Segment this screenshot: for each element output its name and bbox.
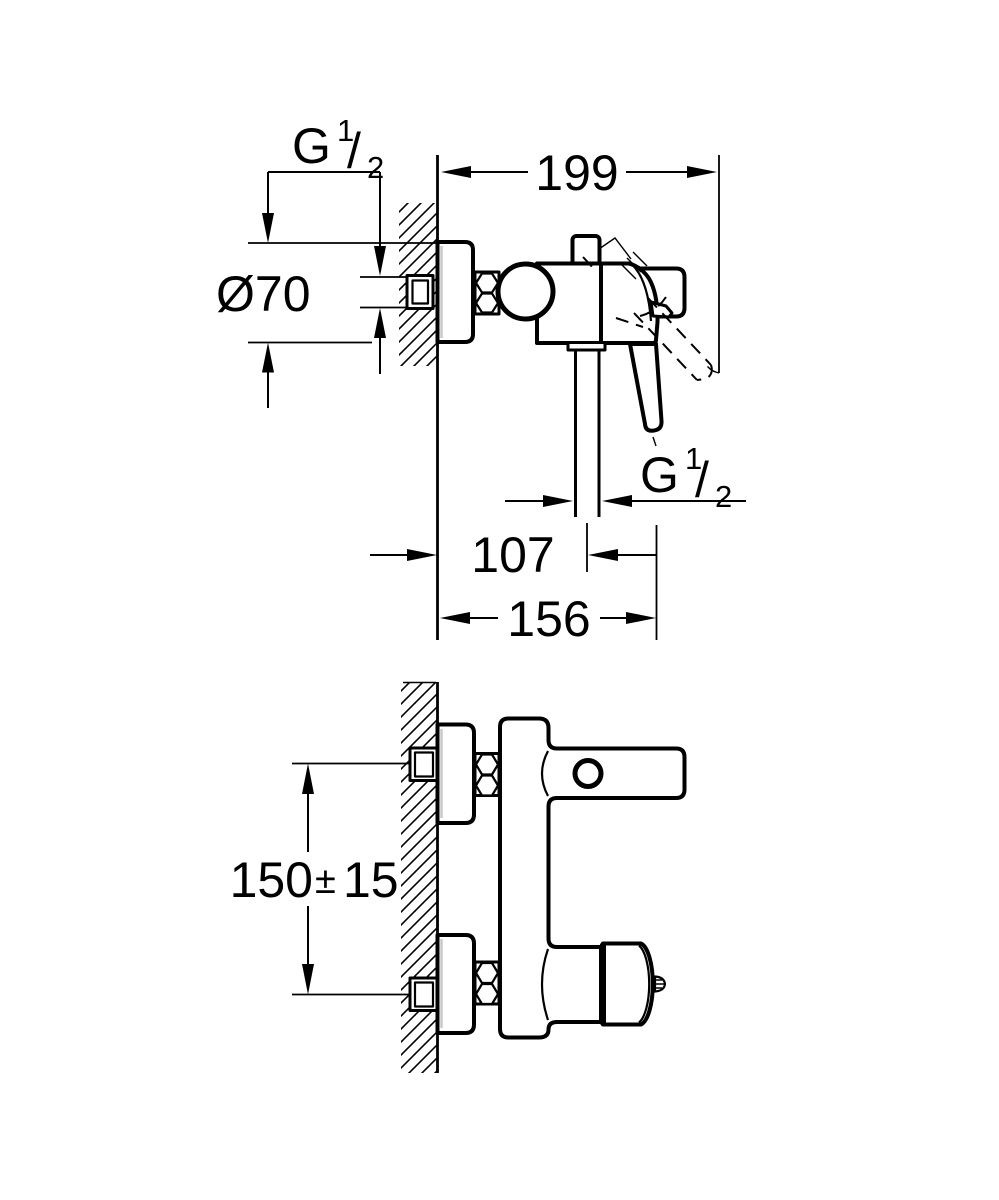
side-view: G 1 / 2 Ø70 199 xyxy=(216,113,746,647)
dim-label-slash2: / xyxy=(695,452,709,508)
handle-arm-hole xyxy=(572,758,604,789)
mixer-body-front xyxy=(498,716,687,1040)
dim-label-num: 1 xyxy=(337,113,354,148)
outlet-pipe-side xyxy=(566,341,607,517)
dim-label-g: G xyxy=(292,118,331,174)
dim-label-slash: / xyxy=(347,123,361,179)
lever-solid xyxy=(628,342,664,447)
connection-nut-top xyxy=(473,752,501,797)
dim-plus-minus: ± xyxy=(315,860,336,902)
dimension-inlet-thread: G 1 / 2 xyxy=(262,113,386,408)
ball-joint xyxy=(495,261,556,322)
wall-section-side xyxy=(399,155,439,640)
connection-nut-bottom xyxy=(473,960,501,1006)
dimension-156: 156 xyxy=(440,525,658,647)
dim-label-g2: G xyxy=(640,447,679,503)
dim-label-den: 2 xyxy=(367,150,384,185)
dimension-rosette-diameter: Ø70 xyxy=(216,242,455,344)
escutcheon-side xyxy=(435,240,475,344)
wall-section-front xyxy=(401,681,439,1073)
inlet-union-top xyxy=(408,746,440,782)
dim-label-den2: 2 xyxy=(715,479,732,514)
outlet-connector-front xyxy=(600,941,667,1027)
dimension-107: 107 xyxy=(370,523,656,583)
dim-tolerance-15: 15 xyxy=(343,852,399,908)
inlet-union-side xyxy=(360,274,435,310)
outlet-nipple xyxy=(653,975,667,993)
dim-value-150: 150 xyxy=(230,852,313,908)
dim-value-70: Ø70 xyxy=(216,266,311,322)
dimension-150-15: 150 ± 15 xyxy=(230,762,410,996)
escutcheon-bottom xyxy=(435,933,476,1035)
dim-value-107: 107 xyxy=(471,527,554,583)
escutcheon-top xyxy=(435,722,476,825)
lever-phantom-dashed xyxy=(582,237,713,381)
dimension-outlet-thread: G 1 / 2 xyxy=(505,441,746,514)
connection-nut-side xyxy=(473,270,501,316)
dim-value-199: 199 xyxy=(535,145,618,201)
dim-label-num2: 1 xyxy=(685,441,702,476)
inlet-union-bottom xyxy=(408,976,440,1012)
dimension-199: 199 xyxy=(441,145,720,374)
front-view: 150 ± 15 xyxy=(230,681,687,1073)
dim-value-156: 156 xyxy=(507,591,590,647)
